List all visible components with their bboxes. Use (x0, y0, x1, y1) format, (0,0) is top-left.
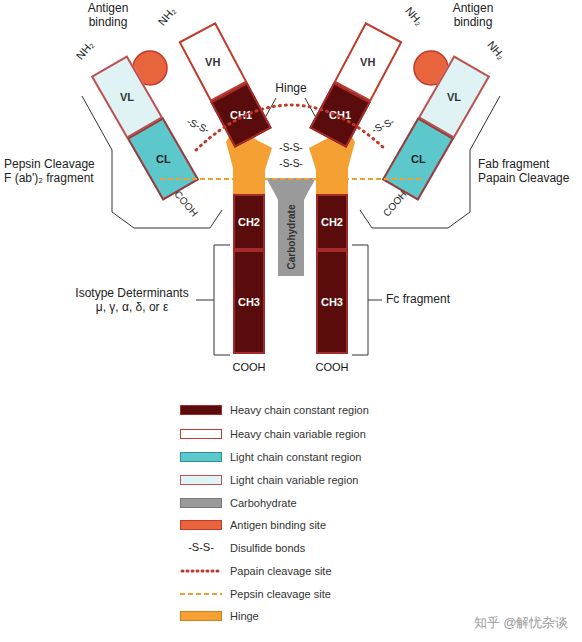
callout-text: Antigen binding (443, 2, 503, 30)
callout-text: Hinge (266, 82, 316, 96)
legend-swatch (180, 611, 222, 621)
heavy-constant-box: CH3 (233, 250, 265, 354)
legend-text: Heavy chain constant region (230, 403, 369, 417)
legend-text: Hinge (230, 609, 259, 623)
box-label: CH1 (230, 109, 252, 121)
bracket (352, 245, 368, 355)
heavy-constant-box: CH2 (316, 194, 348, 250)
terminus-label: COOH (378, 185, 413, 223)
legend-swatch (180, 520, 222, 530)
fragment-label: Fab fragment Papain Cleavage (478, 158, 576, 186)
legend-swatch (180, 498, 222, 508)
box-label: CH1 (329, 109, 351, 121)
box-label: CH3 (238, 296, 260, 308)
disulfide-bond: -S-S- (273, 142, 309, 154)
legend-line-sample (182, 570, 220, 573)
box-label: VH (205, 56, 220, 68)
legend-swatch (180, 475, 222, 485)
terminus-label: COOH (169, 185, 204, 223)
box-label: CH2 (321, 216, 343, 228)
legend-text: Disulfide bonds (230, 541, 305, 555)
legend-swatch (180, 452, 222, 462)
heavy-constant-box: CH2 (233, 194, 265, 250)
legend-line-sample (180, 593, 222, 595)
terminus-label: NH₂ (482, 35, 511, 66)
legend-swatch (180, 429, 222, 439)
heavy-constant-box: CH3 (316, 250, 348, 354)
box-label: Carbohydrate (286, 204, 297, 269)
box-label: CL (156, 153, 171, 165)
terminus-label: COOH (312, 361, 352, 374)
legend-text: Papain cleavage site (230, 564, 332, 578)
legend-text: Pepsin cleavage site (230, 587, 331, 601)
disulfide-bond: -S-S- (273, 158, 309, 170)
bracket (368, 300, 382, 301)
legend-sample-text: -S-S- (181, 541, 221, 554)
carbohydrate-shape: Carbohydrate (266, 178, 316, 276)
pepsin-cleavage-line (160, 178, 424, 180)
box-label: VL (120, 91, 134, 103)
callout-text: Antigen binding (78, 2, 138, 30)
legend-text: Light chain variable region (230, 473, 358, 487)
fragment-label: Pepsin Cleavage F (ab')₂ fragment (4, 158, 102, 186)
carbohydrate-fill (266, 178, 316, 276)
callout-text: Isotype Determinants μ, γ, α, δ, or ε (72, 287, 192, 315)
legend-text: Carbohydrate (230, 496, 297, 510)
terminus-label: NH₂ (400, 1, 429, 32)
legend-text: Light chain constant region (230, 450, 361, 464)
legend-swatch (180, 405, 222, 415)
terminus-label: NH₂ (153, 1, 182, 32)
disulfide-bond: -S-S- (179, 113, 216, 139)
legend-text: Antigen binding site (230, 518, 326, 532)
box-label: VL (447, 91, 461, 103)
legend-text: Heavy chain variable region (230, 427, 366, 441)
watermark: 知乎 @解忧杂谈 (462, 616, 580, 631)
bracket (214, 245, 230, 355)
box-label: CH3 (321, 296, 343, 308)
terminus-label: NH₂ (71, 35, 100, 66)
box-label: VH (360, 56, 375, 68)
box-label: CL (411, 153, 426, 165)
bracket (196, 300, 214, 301)
terminus-label: COOH (229, 361, 269, 374)
fragment-label: Fc fragment (386, 293, 476, 307)
box-label: CH2 (238, 216, 260, 228)
disulfide-bond: -S-S- (364, 113, 401, 139)
